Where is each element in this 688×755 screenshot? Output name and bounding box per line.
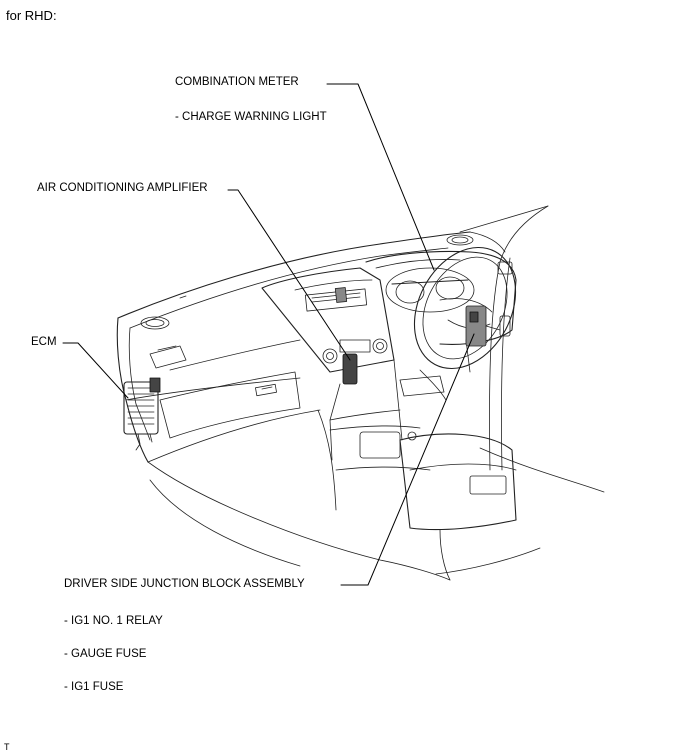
dashboard-top (117, 231, 506, 330)
label-charge-warning-light: - CHARGE WARNING LIGHT (175, 111, 327, 123)
dashboard-passenger-side (116, 317, 321, 463)
label-combination-meter: COMBINATION METER (175, 76, 299, 88)
center-console (261, 267, 431, 511)
label-ecm: ECM (31, 336, 57, 348)
label-ig1-fuse: - IG1 FUSE (64, 681, 124, 693)
footer-code: T (4, 742, 10, 752)
label-ig1-no1-relay: - IG1 NO. 1 RELAY (64, 615, 163, 627)
steering-area (365, 246, 517, 401)
page-title: for RHD: (6, 8, 57, 23)
label-air-conditioning-amplifier: AIR CONDITIONING AMPLIFIER (37, 182, 208, 194)
label-gauge-fuse: - GAUGE FUSE (64, 648, 147, 660)
console-box (399, 431, 517, 531)
leader-lines (62, 83, 475, 586)
ecm-unit (123, 377, 161, 451)
floor-lines (147, 447, 605, 581)
label-driver-side-junction-block: DRIVER SIDE JUNCTION BLOCK ASSEMBLY (64, 578, 305, 590)
